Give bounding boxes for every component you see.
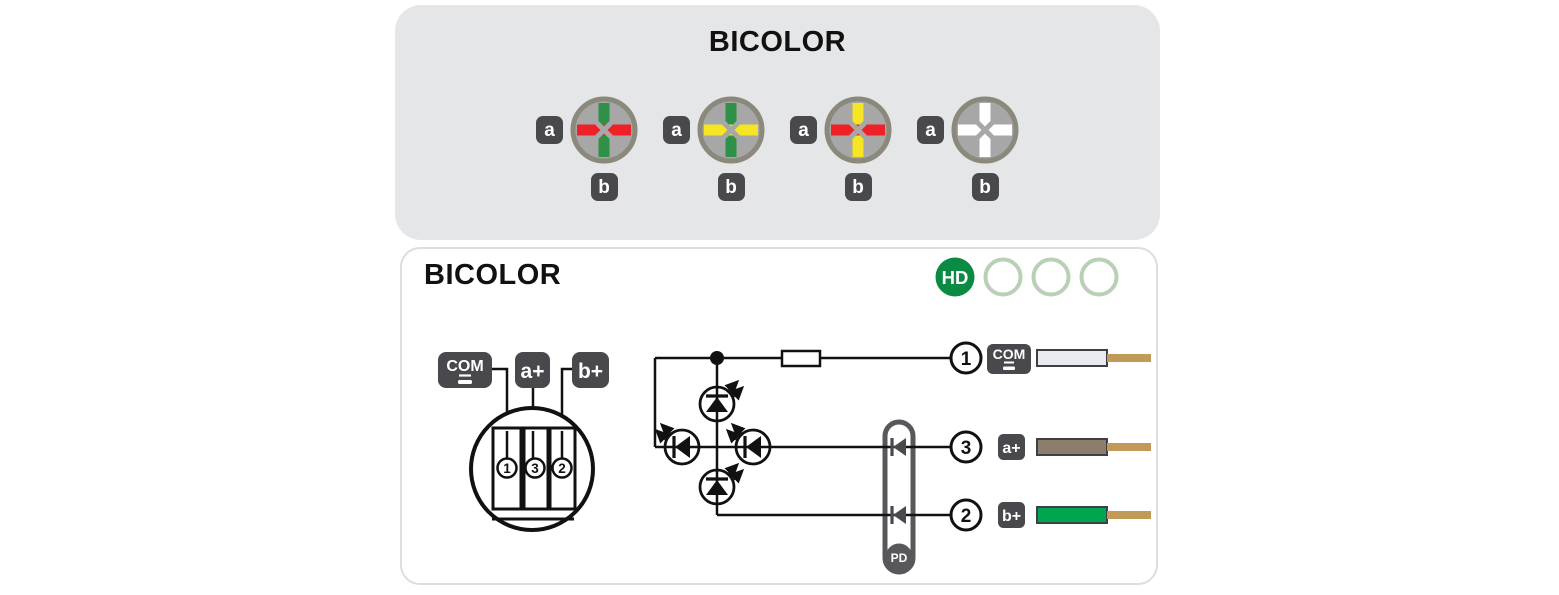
label-b: b xyxy=(844,173,872,201)
indicator-white: a b xyxy=(917,96,1019,201)
svg-text:3: 3 xyxy=(961,438,972,459)
empty-ring-icon xyxy=(983,257,1023,297)
bicolor-overview-panel: BICOLOR a b xyxy=(395,5,1160,240)
hd-badge-label: HD xyxy=(942,267,969,288)
pinout-connector: COM a+ b+ xyxy=(438,352,609,532)
led-icon xyxy=(698,379,745,423)
svg-text:2: 2 xyxy=(961,506,972,527)
terminal-3: 3 a+ xyxy=(949,430,1151,464)
empty-ring-icon xyxy=(1031,257,1071,297)
svg-text:a+: a+ xyxy=(521,360,545,383)
resistor-icon xyxy=(780,349,822,368)
protection-diode-icon xyxy=(890,438,906,456)
svg-text:1: 1 xyxy=(503,461,511,476)
bicolor-lens-icon xyxy=(824,96,892,164)
top-panel-title: BICOLOR xyxy=(708,26,847,58)
svg-text:PD: PD xyxy=(891,551,908,565)
label-b: b xyxy=(971,173,999,201)
pinout-com-label: COM xyxy=(438,352,492,388)
label-a: a xyxy=(790,116,817,144)
svg-text:b+: b+ xyxy=(578,360,603,383)
pd-capsule xyxy=(882,419,916,575)
protection-diode-icon xyxy=(890,506,906,524)
pin-2: 2 xyxy=(551,457,573,479)
svg-text:COM: COM xyxy=(993,346,1026,362)
terminals: 1 COM 3 a+ xyxy=(949,341,1151,532)
label-b: b xyxy=(717,173,745,201)
led-icon xyxy=(654,422,701,466)
terminal-1: 1 COM xyxy=(949,341,1151,375)
pinout-b-label: b+ xyxy=(572,352,609,388)
junction-dot xyxy=(710,351,724,365)
indicator-red-green: a b xyxy=(536,96,638,201)
pin-1: 1 xyxy=(496,457,518,479)
empty-ring-icon xyxy=(1079,257,1119,297)
label-a: a xyxy=(917,116,944,144)
led-icon xyxy=(725,422,772,466)
svg-text:3: 3 xyxy=(531,461,539,476)
bicolor-lens-icon xyxy=(951,96,1019,164)
minus-icon xyxy=(458,380,472,384)
svg-text:1: 1 xyxy=(961,349,972,370)
wire-tip xyxy=(1107,511,1151,519)
label-a: a xyxy=(536,116,563,144)
pinout-a-label: a+ xyxy=(515,352,550,388)
bottom-panel-title: BICOLOR xyxy=(424,259,562,291)
wire-tip xyxy=(1107,443,1151,451)
hd-badge: HD xyxy=(935,257,975,297)
svg-text:COM: COM xyxy=(446,358,483,375)
wire-b-plus xyxy=(1036,506,1108,524)
bicolor-lens-icon xyxy=(570,96,638,164)
wire-tip xyxy=(1107,354,1151,362)
terminal-2: 2 b+ xyxy=(949,498,1151,532)
indicator-red-yellow: a b xyxy=(790,96,892,201)
wire-a-plus xyxy=(1036,438,1108,456)
label-b: b xyxy=(590,173,618,201)
wire-com xyxy=(1036,349,1108,367)
led-icon xyxy=(698,462,745,506)
svg-text:2: 2 xyxy=(558,461,566,476)
indicator-row: a b a xyxy=(395,96,1160,201)
svg-text:b+: b+ xyxy=(1002,508,1021,525)
label-a: a xyxy=(663,116,690,144)
badge-row: HD xyxy=(935,257,1120,302)
pin-3: 3 xyxy=(524,457,546,479)
svg-text:a+: a+ xyxy=(1002,440,1020,457)
led-circuit: PD xyxy=(653,349,951,575)
wiring-diagram: COM a+ b+ xyxy=(438,341,1151,575)
pd-badge: PD xyxy=(885,543,913,571)
indicator-yellow-green: a b xyxy=(663,96,765,201)
bicolor-lens-icon xyxy=(697,96,765,164)
minus-icon xyxy=(1003,366,1015,370)
bicolor-wiring-panel: BICOLOR HD xyxy=(400,247,1158,585)
